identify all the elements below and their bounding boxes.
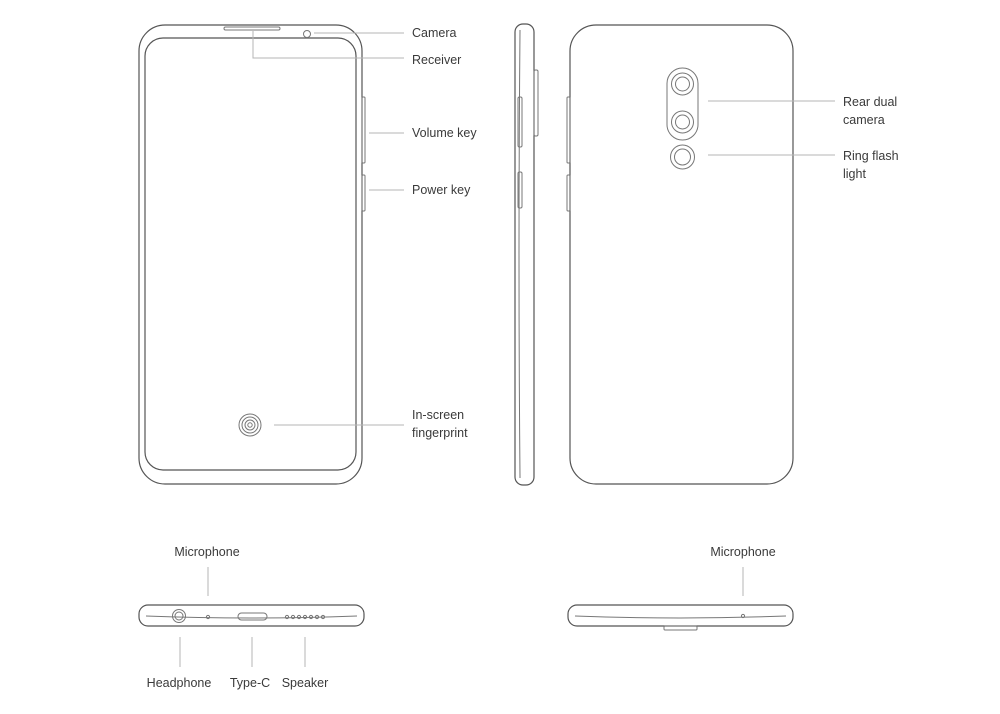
front-view	[138, 24, 366, 485]
label-receiver: Receiver	[412, 53, 461, 67]
back-view	[566, 24, 794, 485]
label-rear-dual-1: Rear dual	[843, 95, 897, 109]
top-edge-outline	[567, 604, 794, 627]
type-c-port	[237, 612, 268, 621]
back-side-key-2	[566, 174, 571, 212]
front-leaders	[252, 31, 404, 426]
label-type-c: Type-C	[230, 676, 270, 690]
label-ring-flash-1: Ring flash	[843, 149, 899, 163]
label-camera: Camera	[412, 26, 457, 40]
side-body-outline	[514, 23, 535, 486]
back-leaders	[708, 100, 835, 156]
label-in-screen-2: fingerprint	[412, 426, 468, 440]
side-camera-bump	[533, 69, 539, 137]
bottom-edge-view	[138, 604, 365, 627]
side-view	[514, 23, 539, 486]
label-speaker: Speaker	[282, 676, 329, 690]
label-microphone-top: Microphone	[710, 545, 775, 559]
side-volume-key	[517, 96, 523, 148]
label-headphone: Headphone	[147, 676, 212, 690]
top-edge-key	[663, 625, 698, 631]
rear-dual-camera-icon	[666, 67, 699, 141]
label-rear-dual-2: camera	[843, 113, 885, 127]
volume-key	[361, 96, 366, 164]
label-microphone-bottom: Microphone	[174, 545, 239, 559]
top-edge-view	[567, 604, 794, 631]
front-camera-icon	[303, 30, 311, 38]
back-side-key-1	[566, 96, 571, 164]
bottom-microphone-hole	[205, 614, 211, 620]
ring-flash-icon	[670, 144, 695, 170]
speaker-grille	[284, 614, 326, 620]
label-power-key: Power key	[412, 183, 471, 197]
front-screen-outline	[144, 37, 357, 471]
side-power-key	[517, 171, 523, 209]
label-in-screen-1: In-screen	[412, 408, 464, 422]
bottom-leaders	[179, 567, 306, 667]
label-ring-flash-2: light	[843, 167, 866, 181]
front-body-outline	[138, 24, 363, 485]
fingerprint-icon	[238, 413, 262, 437]
top-microphone-hole	[740, 613, 746, 619]
label-volume-key: Volume key	[412, 126, 477, 140]
bottom-edge-outline	[138, 604, 365, 627]
headphone-jack-icon	[172, 609, 186, 623]
power-key	[361, 174, 366, 212]
receiver-slot	[223, 26, 281, 31]
back-body-outline	[569, 24, 794, 485]
